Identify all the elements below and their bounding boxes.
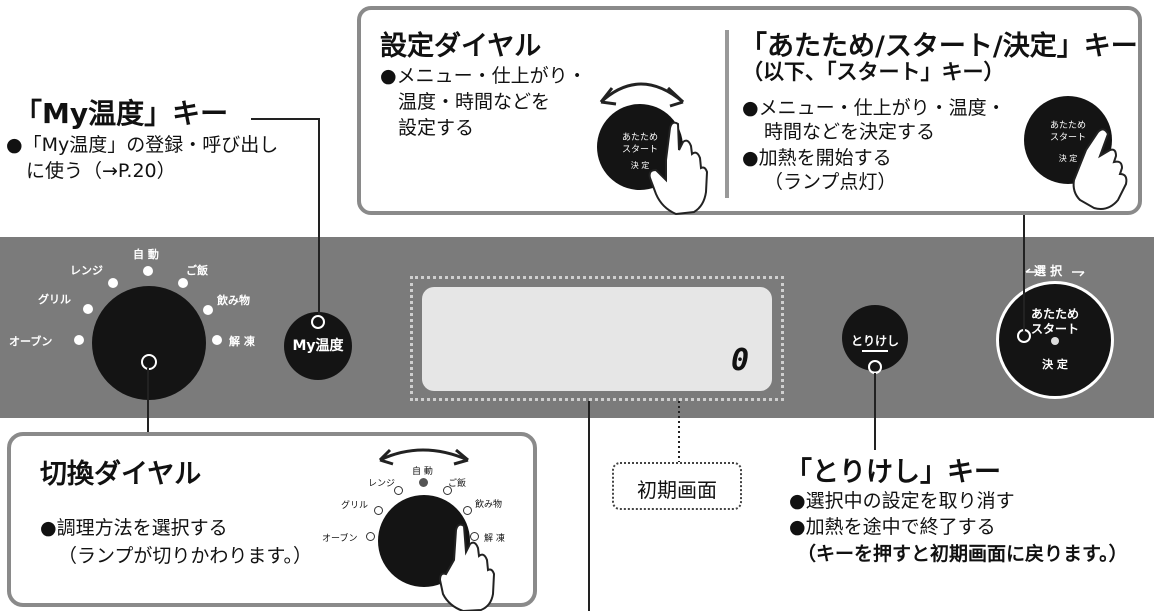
cancel-key-line2: ●加熱を途中で終了する	[789, 516, 996, 538]
initial-screen-label: 初期画面	[637, 478, 717, 502]
mini-lamp-label-range: レンジ	[368, 479, 396, 489]
display-frame	[410, 276, 784, 401]
mini-lamp-label-oven: オーブン	[322, 534, 358, 544]
lamp-label-oven: オーブン	[9, 335, 53, 348]
mini-lamp-label-rice: ご飯	[448, 479, 467, 489]
lamp-grill	[83, 304, 93, 314]
start-key-line4: （ランプ点灯）	[764, 171, 897, 193]
start-dial-lamp	[1051, 337, 1059, 345]
start-dial-label-bottom: 決 定	[1042, 358, 1068, 371]
initial-screen-box	[612, 462, 742, 510]
mini-lamp-auto	[419, 478, 428, 487]
start-key-line1: ●メニュー・仕上がり・温度・	[742, 97, 1006, 119]
my-temp-indicator	[311, 315, 325, 329]
start-dial-label-mid: スタート	[1030, 322, 1079, 336]
lamp-drink	[203, 305, 213, 315]
start-key-illus-top: あたため	[1049, 121, 1086, 131]
my-key-line1: ●「My温度」の登録・呼び出し	[6, 134, 279, 156]
switch-dial-line1: ●調理方法を選択する	[40, 517, 228, 539]
mini-lamp-label-drink: 飲み物	[475, 500, 503, 510]
mini-lamp-rice	[443, 486, 452, 495]
setting-dial-illus-bottom: 決 定	[630, 161, 650, 170]
cancel-key-line3: （キーを押すと初期画面に戻ります。）	[797, 543, 1128, 565]
lamp-label-range: レンジ	[70, 264, 103, 277]
display-screen	[422, 287, 772, 391]
cancel-button-label: とりけし	[850, 334, 899, 348]
setting-dial-line1: ●メニュー・仕上がり・	[380, 65, 587, 87]
lamp-label-drink: 飲み物	[217, 294, 250, 307]
my-temp-button-label: My温度	[292, 338, 344, 354]
top-callout-divider	[725, 30, 729, 198]
start-key-line2: 時間などを決定する	[764, 121, 936, 143]
cancel-key-line1: ●選択中の設定を取り消す	[789, 490, 1015, 512]
mini-lamp-thaw	[470, 532, 479, 541]
display-value: 0	[731, 343, 750, 378]
start-dial-label-top: あたため	[1030, 307, 1079, 321]
lamp-label-thaw: 解 凍	[229, 335, 255, 348]
lamp-oven	[74, 335, 84, 345]
switch-dial-title: 切換ダイヤル	[40, 459, 202, 490]
mini-lamp-label-grill: グリル	[341, 501, 369, 511]
lamp-auto	[143, 266, 153, 276]
select-label: 選 択	[1034, 264, 1063, 278]
lamp-label-rice: ご飯	[186, 264, 208, 277]
lamp-rice	[178, 278, 188, 288]
start-key-illus-mid: スタート	[1049, 133, 1086, 143]
top-callout	[357, 6, 1142, 215]
cancel-key-title: 「とりけし」キー	[785, 457, 1001, 488]
start-key-title: 「あたため/スタート/決定」キー	[740, 31, 1138, 62]
mini-lamp-grill	[374, 506, 383, 515]
my-key-title: 「My温度」キー	[14, 97, 229, 130]
mini-lamp-label-thaw: 解 凍	[484, 534, 505, 544]
mini-lamp-drink	[463, 506, 472, 515]
mini-lamp-label-auto: 自 動	[412, 467, 433, 477]
lamp-range	[108, 278, 118, 288]
cancel-button-bar	[862, 350, 888, 352]
switch-dial-line2: （ランプが切りかわります。）	[58, 545, 313, 567]
lamp-thaw	[212, 335, 222, 345]
mini-lamp-oven	[366, 532, 375, 541]
mini-lamp-range	[394, 486, 403, 495]
start-key-subtitle: （以下、「スタート」キー）	[742, 60, 1005, 84]
setting-dial-title: 設定ダイヤル	[380, 31, 542, 62]
start-key-line3: ●加熱を開始する	[742, 147, 892, 169]
lamp-label-auto: 自 動	[133, 248, 159, 261]
setting-dial-line3: 設定する	[398, 117, 475, 139]
my-key-line2: に使う（→P.20）	[26, 160, 176, 182]
setting-dial-line2: 温度・時間などを	[398, 91, 551, 113]
setting-dial-illus-mid: スタート	[621, 145, 658, 155]
start-key-illus-bottom: 決 定	[1058, 154, 1078, 163]
lamp-label-grill: グリル	[38, 293, 71, 306]
setting-dial-illus-top: あたため	[621, 133, 658, 143]
